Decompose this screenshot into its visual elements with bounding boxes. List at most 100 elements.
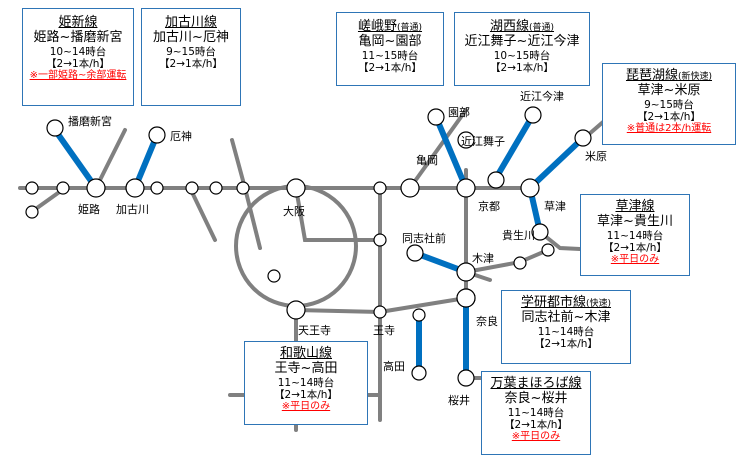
line-hours: 11~14時台 bbox=[537, 325, 595, 338]
station-kizu bbox=[456, 262, 476, 282]
line-freq: 【2→1本/h】 bbox=[534, 338, 598, 351]
station-dot bbox=[400, 178, 420, 198]
station-osaka bbox=[286, 178, 306, 198]
line-note: ※平日のみ bbox=[511, 431, 561, 443]
line-name: 草津線 bbox=[615, 199, 655, 214]
line-note: ※一部姫路~余部運転 bbox=[29, 70, 127, 82]
line-freq: 【2→1本/h】 bbox=[46, 58, 110, 71]
station-oji bbox=[373, 305, 387, 319]
line-hours: 10~14時台 bbox=[49, 45, 107, 58]
station-dot bbox=[236, 181, 250, 195]
station-takada bbox=[411, 365, 427, 381]
stations bbox=[25, 106, 592, 387]
station-sakurai bbox=[457, 369, 475, 387]
line-freq: 【2→1本/h】 bbox=[358, 62, 422, 75]
box-gakken: 学研都市線(快速) 同志社前~木津 11~14時台 【2→1本/h】 bbox=[501, 290, 631, 364]
line-hours: 9~15時台 bbox=[644, 98, 694, 111]
label-takada: 高田 bbox=[383, 360, 405, 373]
station-dot bbox=[373, 181, 387, 195]
line-freq: 【2→1本/h】 bbox=[274, 389, 338, 402]
station-kusatsu bbox=[520, 178, 540, 198]
label-kakogawa: 加古川 bbox=[116, 203, 149, 216]
label-kyoto: 京都 bbox=[478, 200, 500, 213]
line-hours: 11~14時台 bbox=[507, 406, 565, 419]
branch-west-b bbox=[94, 128, 127, 190]
line-name: 万葉まほろば線 bbox=[490, 376, 582, 391]
line-route: 王寺~高田 bbox=[274, 361, 338, 377]
line-sub: (普通) bbox=[528, 23, 555, 33]
box-kusatsu: 草津線 草津~貴生川 11~14時台 【2→1本/h】 ※平日のみ bbox=[580, 194, 690, 276]
line-freq: 【2→1本/h】 bbox=[504, 419, 568, 432]
station-dot bbox=[56, 181, 70, 195]
sagano-segment bbox=[433, 114, 469, 191]
label-himeji: 姫路 bbox=[78, 203, 100, 216]
station-dot bbox=[267, 269, 281, 283]
line-note: ※普通は2本/h運転 bbox=[626, 123, 712, 135]
station-dot bbox=[373, 233, 387, 247]
station-himeji bbox=[86, 178, 106, 198]
line-hours: 11~14時台 bbox=[606, 229, 664, 242]
line-name: 加古川線 bbox=[164, 15, 217, 30]
box-kakogawa: 加古川線 加古川~厄神 9~15時台 【2→1本/h】 bbox=[141, 8, 241, 106]
station-dot bbox=[209, 181, 223, 195]
box-manyo: 万葉まほろば線 奈良~桜井 11~14時台 【2→1本/h】 ※平日のみ bbox=[481, 371, 591, 455]
label-nara: 奈良 bbox=[476, 315, 498, 328]
line-name: 学研都市線(快速) bbox=[502, 295, 630, 310]
station-dot bbox=[412, 308, 426, 322]
station-nara-top bbox=[456, 288, 476, 308]
label-osaka: 大阪 bbox=[283, 205, 305, 218]
line-name-text: 学研都市線 bbox=[520, 295, 586, 310]
station-kameoka bbox=[457, 131, 475, 149]
station-doshishamae bbox=[406, 244, 424, 262]
line-freq: 【2→1本/h】 bbox=[637, 111, 701, 124]
station-sonobe bbox=[427, 108, 445, 126]
line-sub: (新快速) bbox=[677, 72, 713, 82]
label-maibara: 米原 bbox=[585, 150, 607, 163]
station-kyoto bbox=[456, 178, 476, 198]
line-freq: 【2→1本/h】 bbox=[603, 242, 667, 255]
station-yakujin bbox=[148, 126, 166, 144]
station-omimaiko bbox=[487, 171, 505, 189]
line-name: 琵琶湖線(新快速) bbox=[603, 68, 735, 83]
station-dot bbox=[25, 181, 39, 195]
biwako-segment bbox=[527, 135, 586, 191]
line-name-text: 琵琶湖線 bbox=[625, 68, 678, 83]
label-doshishamae: 同志社前 bbox=[402, 232, 446, 245]
line-name-text: 湖西線 bbox=[489, 19, 529, 34]
kosei-segment bbox=[493, 112, 536, 181]
station-dot bbox=[541, 243, 555, 257]
station-dot bbox=[25, 205, 39, 219]
box-sagano: 嵯峨野(普通) 亀岡~園部 11~15時台 【2→1本/h】 bbox=[336, 12, 444, 86]
line-route: 同志社前~木津 bbox=[521, 310, 611, 326]
label-sakurai: 桜井 bbox=[448, 394, 470, 407]
line-name: 嵯峨野(普通) bbox=[337, 19, 443, 34]
label-kizu: 木津 bbox=[472, 252, 494, 265]
line-route: 加古川~厄神 bbox=[153, 30, 229, 46]
box-himeshin: 姫新線 姫路~播磨新宮 10~14時台 【2→1本/h】 ※一部姫路~余部運転 bbox=[22, 8, 134, 106]
box-wakayama: 和歌山線 王寺~高田 11~14時台 【2→1本/h】 ※平日のみ bbox=[244, 341, 368, 425]
line-hours: 11~15時台 bbox=[361, 49, 419, 62]
line-name: 湖西線(普通) bbox=[455, 19, 589, 34]
station-harimashingu bbox=[46, 119, 64, 137]
line-hours: 10~15時台 bbox=[493, 49, 551, 62]
himeshin-segment bbox=[52, 127, 99, 191]
station-kibukawa bbox=[531, 223, 549, 241]
line-note: ※平日のみ bbox=[610, 254, 660, 266]
station-kakogawa bbox=[125, 178, 145, 198]
line-name: 和歌山線 bbox=[279, 346, 332, 361]
station-tennoji bbox=[286, 300, 306, 320]
label-sonobe: 園部 bbox=[448, 106, 470, 119]
line-route: 近江舞子~近江今津 bbox=[464, 34, 580, 50]
line-name-text: 嵯峨野 bbox=[357, 19, 397, 34]
label-yakujin: 厄神 bbox=[170, 130, 192, 143]
line-freq: 【2→1本/h】 bbox=[490, 62, 554, 75]
sanin-line bbox=[408, 108, 468, 190]
label-kibukawa: 貴生川 bbox=[502, 229, 535, 242]
label-omimaiko: 近江舞子 bbox=[461, 135, 505, 148]
station-dot bbox=[185, 181, 199, 195]
label-harimashingu: 播磨新宮 bbox=[68, 115, 112, 128]
box-kosei: 湖西線(普通) 近江舞子~近江今津 10~15時台 【2→1本/h】 bbox=[454, 12, 590, 86]
line-hours: 9~15時台 bbox=[166, 45, 216, 58]
